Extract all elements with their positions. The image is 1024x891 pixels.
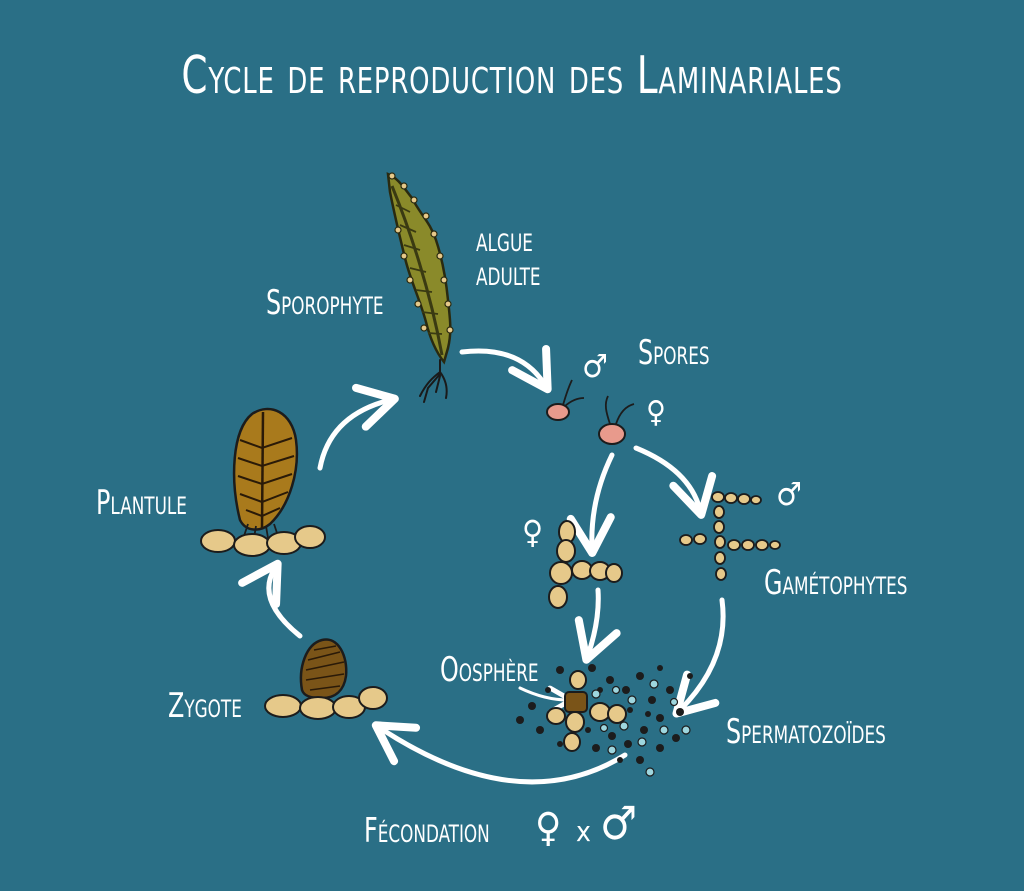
- label-fecondation: Fécondation: [364, 811, 490, 851]
- arrow-plantule-to-sporophyte: [317, 383, 399, 471]
- label-spores: Spores: [638, 333, 710, 373]
- arrow-sporophyte-to-spores: [459, 344, 552, 394]
- arrow-male-gametophyte-to-spermatozoids: [672, 597, 726, 718]
- label-sporophyte: Sporophyte: [266, 283, 384, 323]
- arrow-zygote-to-plantule: [238, 559, 303, 639]
- cross-symbol-fecondation: x: [576, 815, 591, 848]
- label-plantule: Plantule: [96, 483, 187, 523]
- fertilisation-cluster: [516, 664, 693, 777]
- arrow-spores-to-male-gametophyte: [633, 445, 717, 519]
- label-algue: ALGUE: [476, 229, 533, 257]
- arrow-fecondation-to-zygote: [371, 721, 628, 785]
- label-zygote: Zygote: [168, 686, 242, 726]
- male-symbol-spores: ♂: [582, 347, 608, 385]
- female-gametophyte: [548, 520, 623, 609]
- spore-male: [546, 379, 585, 421]
- sporophyte-algae: [386, 172, 454, 403]
- arrow-female-gametophyte-to-oosphere: [574, 587, 621, 664]
- label-oosphere: Oosphère: [440, 650, 539, 690]
- page-title: Cycle de reproduction des Laminariales: [181, 46, 843, 106]
- female-symbol-gametophyte: ♀: [522, 513, 544, 551]
- cycle-arrows: [238, 344, 726, 785]
- label-gametophytes: Gamétophytes: [764, 563, 908, 603]
- arrow-spores-to-female-gametophyte: [566, 452, 615, 557]
- plantule-drawing: [200, 407, 326, 557]
- oosphere: [564, 691, 588, 713]
- female-symbol-fecondation: ♀: [535, 805, 562, 851]
- female-symbol-spores: ♀: [646, 395, 666, 430]
- spermatozoid-cells: [591, 679, 691, 777]
- label-adulte: ADULTE: [476, 263, 541, 291]
- zygote-drawing: [264, 638, 388, 720]
- spore-female: [598, 395, 635, 445]
- spermatozoid-dots: [516, 664, 693, 764]
- male-symbol-gametophyte: ♂: [776, 475, 802, 513]
- male-symbol-fecondation: ♂: [600, 796, 638, 850]
- male-gametophyte: [679, 491, 781, 581]
- label-spermatozoides: Spermatozoïdes: [726, 712, 886, 752]
